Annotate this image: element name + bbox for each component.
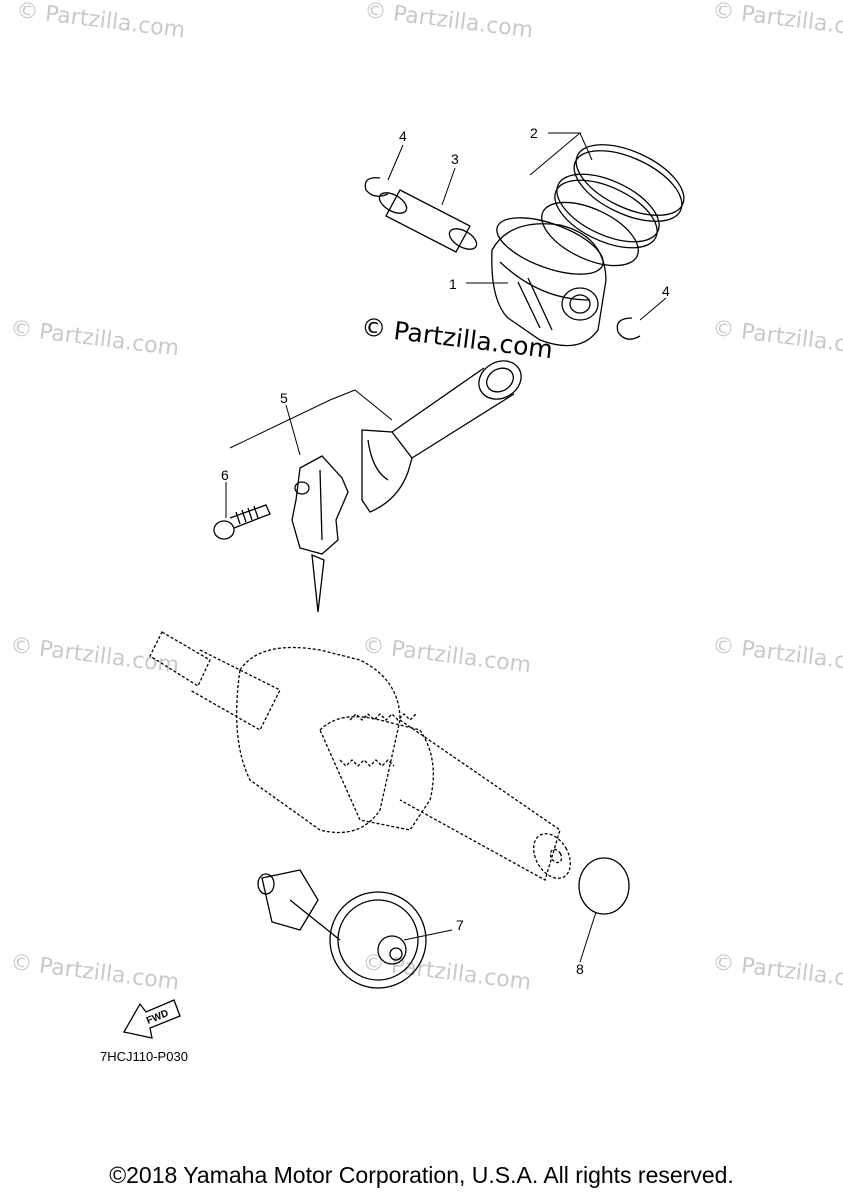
piston-rings[interactable] xyxy=(532,130,694,279)
callout-4a: 4 xyxy=(399,128,407,144)
copyright-footer: ©2018 Yamaha Motor Corporation, U.S.A. A… xyxy=(109,1162,734,1188)
piston-pin[interactable] xyxy=(376,189,480,254)
balancer-shaft[interactable] xyxy=(257,869,427,989)
connecting-rod[interactable] xyxy=(361,353,528,513)
callout-6: 6 xyxy=(221,467,229,483)
o-ring[interactable] xyxy=(578,857,630,915)
leader-lines xyxy=(225,132,667,963)
piston-pin-clip-upper[interactable] xyxy=(364,177,389,197)
fwd-arrow-icon xyxy=(122,999,181,1039)
callout-4b: 4 xyxy=(662,283,670,299)
rod-bolt[interactable] xyxy=(213,504,271,540)
piston[interactable] xyxy=(490,206,610,347)
callout-8: 8 xyxy=(576,961,584,977)
callout-3: 3 xyxy=(451,151,459,167)
diagram-code: 7HCJ110-P030 xyxy=(100,1049,188,1064)
callout-2: 2 xyxy=(530,125,538,141)
connecting-rod-cap[interactable] xyxy=(291,455,349,613)
piston-pin-clip-lower[interactable] xyxy=(616,317,641,340)
crankshaft[interactable] xyxy=(149,631,578,885)
callout-5: 5 xyxy=(280,390,288,406)
callout-1: 1 xyxy=(449,276,457,292)
callout-7: 7 xyxy=(456,917,464,933)
